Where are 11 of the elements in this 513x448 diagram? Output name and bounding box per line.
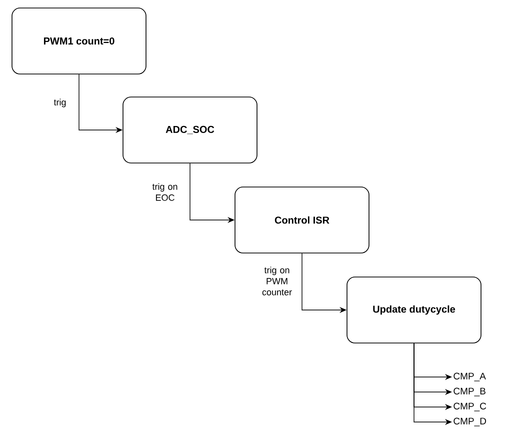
signal-label: CMP_D	[454, 418, 486, 426]
process-box: ADC_SOC	[122, 96, 258, 164]
signal-label: CMP_C	[454, 402, 486, 412]
process-box: Control ISR	[234, 186, 370, 254]
process-box: Update dutycycle	[346, 276, 482, 344]
process-box: PWM1 count=0	[12, 8, 146, 74]
signal-label: CMP_A	[454, 372, 486, 382]
edge-label: trig on PWM counter	[262, 266, 292, 296]
edge-label: trig on EOC	[152, 183, 178, 201]
edge-label: trig	[54, 98, 66, 108]
signal-label: CMP_B	[454, 388, 486, 396]
